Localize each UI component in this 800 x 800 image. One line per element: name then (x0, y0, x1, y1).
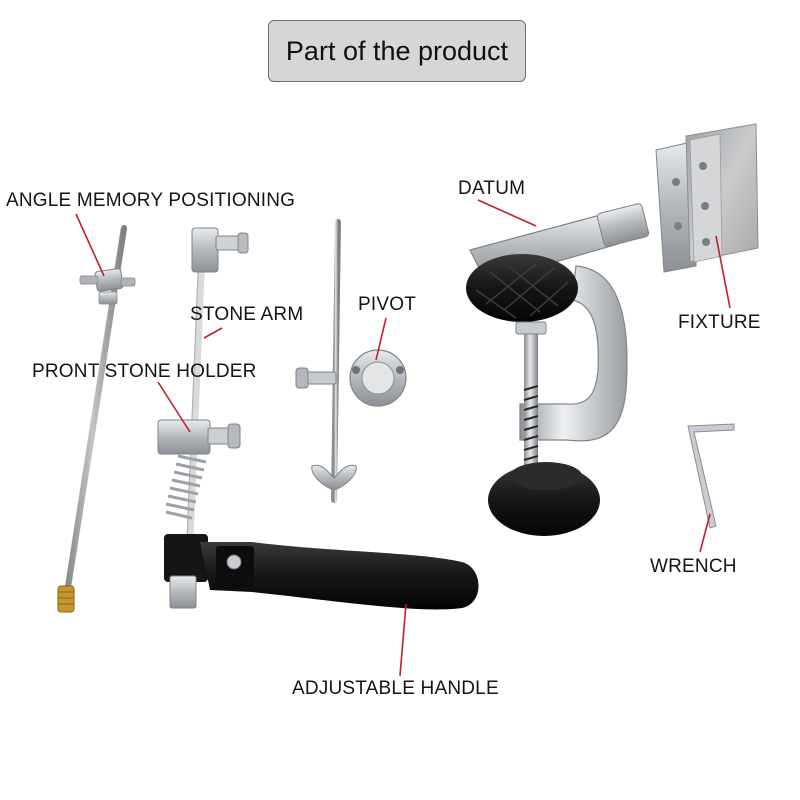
leader-lines (75, 199, 731, 677)
leader-stone-arm (203, 327, 223, 339)
pivot-rod (295, 219, 407, 503)
label-datum: DATUM (458, 178, 526, 199)
label-fixture: FIXTURE (678, 312, 761, 333)
label-stone-arm: STONE ARM (190, 304, 304, 325)
leader-front-stone-holder (157, 381, 191, 433)
leader-adjustable-handle (399, 603, 407, 677)
leader-datum (477, 199, 537, 227)
page-title: Part of the product (268, 20, 526, 82)
leader-fixture (715, 235, 731, 309)
leader-pivot (375, 317, 387, 361)
wrench (687, 423, 735, 529)
leader-angle-memory (75, 213, 105, 277)
label-pivot: PIVOT (358, 294, 417, 315)
leader-wrench (699, 513, 711, 553)
angle-memory-rod (57, 225, 136, 613)
spring (165, 454, 207, 520)
fixture-clamp-assembly (466, 123, 759, 536)
label-angle-memory: ANGLE MEMORY POSITIONING (6, 190, 296, 211)
label-wrench: WRENCH (650, 556, 737, 577)
label-front-stone-holder: PRONT STONE HOLDER (32, 361, 257, 382)
label-adjustable-handle: ADJUSTABLE HANDLE (292, 678, 499, 699)
stone-arm-assembly (157, 227, 479, 610)
